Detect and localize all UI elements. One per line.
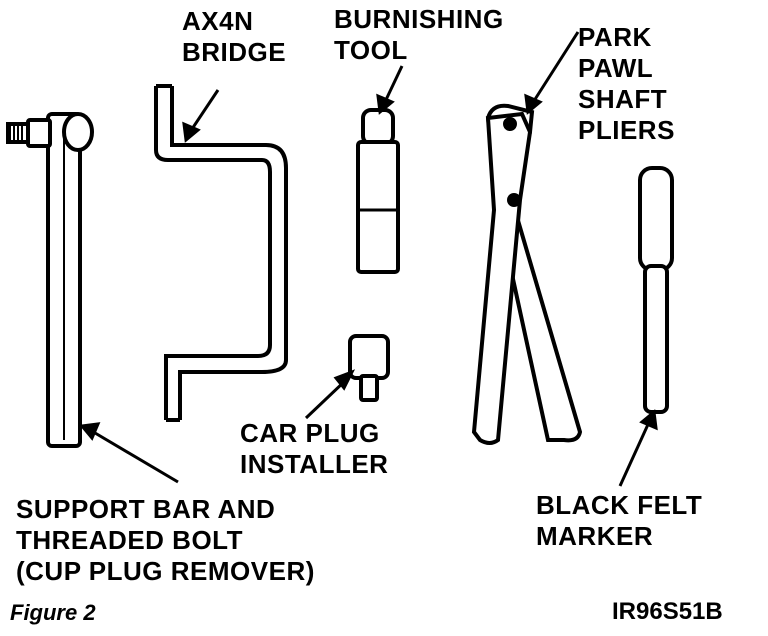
label-line: INSTALLER (240, 449, 389, 479)
black-felt-marker-drawing (638, 166, 674, 414)
label-line: BLACK FELT (536, 490, 703, 520)
label-support-bar: SUPPORT BAR AND THREADED BOLT (CUP PLUG … (16, 494, 315, 587)
car-plug-installer-drawing (348, 334, 390, 402)
label-line: BURNISHING (334, 4, 504, 34)
label-line: BRIDGE (182, 37, 287, 67)
label-line: AX4N (182, 6, 254, 36)
label-line: (CUP PLUG REMOVER) (16, 556, 315, 586)
ax4n-bridge-drawing (154, 84, 288, 422)
label-line: SUPPORT BAR AND (16, 494, 276, 524)
label-line: THREADED BOLT (16, 525, 244, 555)
label-line: PAWL (578, 53, 654, 83)
figure-caption: Figure 2 (10, 600, 96, 625)
label-line: PARK (578, 22, 652, 52)
label-line: PLIERS (578, 115, 675, 145)
label-line: TOOL (334, 35, 408, 65)
support-bar-drawing (6, 112, 94, 448)
park-pawl-pliers-drawing (471, 103, 583, 445)
label-line: SHAFT (578, 84, 668, 114)
label-ax4n-bridge: AX4N BRIDGE (182, 6, 286, 68)
leader-lines (79, 31, 658, 487)
label-car-plug-installer: CAR PLUG INSTALLER (240, 418, 388, 480)
label-black-felt-marker: BLACK FELT MARKER (536, 490, 702, 552)
burnishing-tool-drawing (356, 108, 400, 274)
label-line: CAR PLUG (240, 418, 380, 448)
label-park-pawl-shaft-pliers: PARK PAWL SHAFT PLIERS (578, 22, 675, 146)
label-line: MARKER (536, 521, 654, 551)
label-burnishing-tool: BURNISHING TOOL (334, 4, 504, 66)
figure-code: IR96S51B (612, 598, 723, 625)
